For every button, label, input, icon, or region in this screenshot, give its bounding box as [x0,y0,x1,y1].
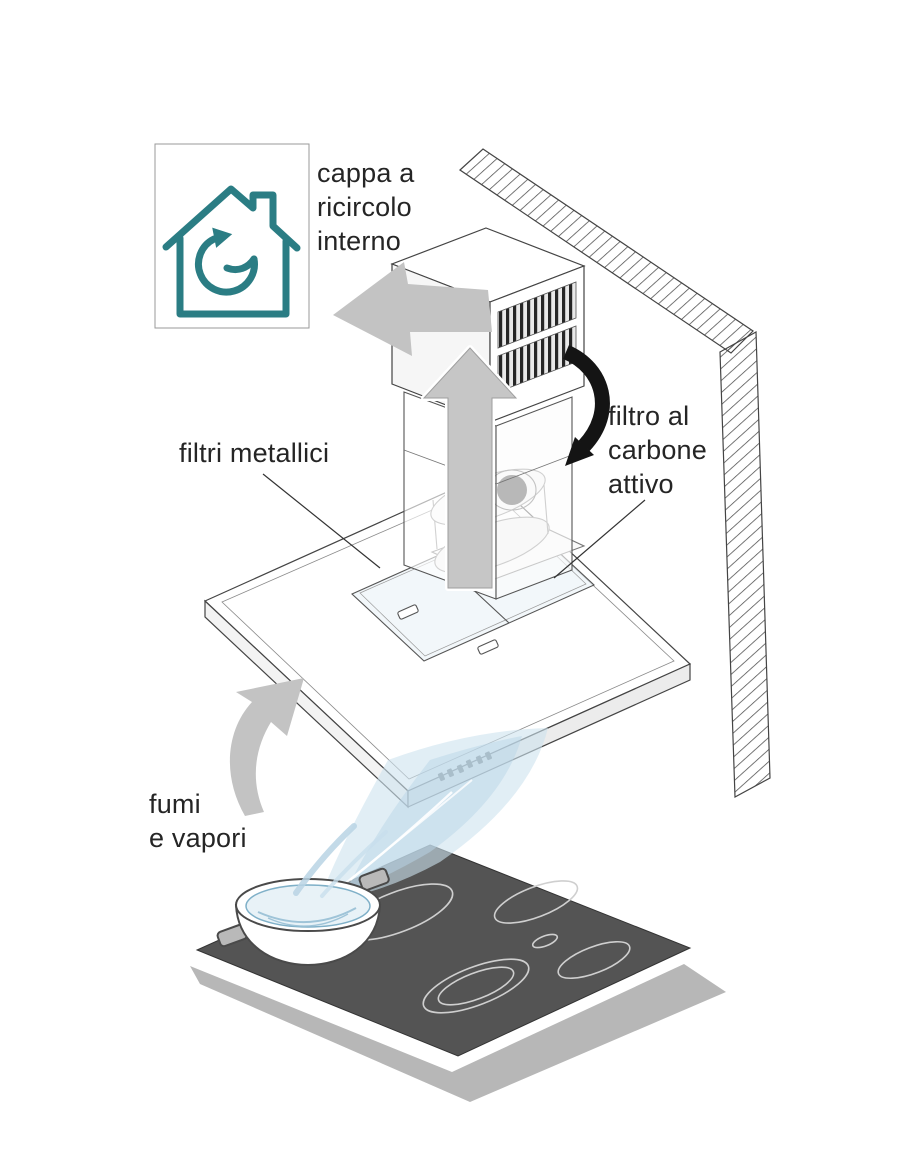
rising-steam [318,728,548,903]
carbon-filter-leader-line [553,499,646,579]
pot [216,823,390,966]
metal-filters-leader-line [262,473,381,569]
fumes-arrow [229,678,304,816]
wall-hatching [459,148,771,798]
house-recirculation-icon [154,143,310,329]
recirculation-arrow [333,262,492,356]
carbon-filter-arrow [562,345,610,466]
carbon-filter-label: filtro al carbone attivo [608,401,707,499]
up-airflow-arrow [421,345,519,591]
fumes-vapors-label: fumi e vapori [149,789,247,853]
recirculating-hood-label: cappa a ricircolo interno [317,158,415,256]
metal-filters-label: filtri metallici [179,438,330,468]
